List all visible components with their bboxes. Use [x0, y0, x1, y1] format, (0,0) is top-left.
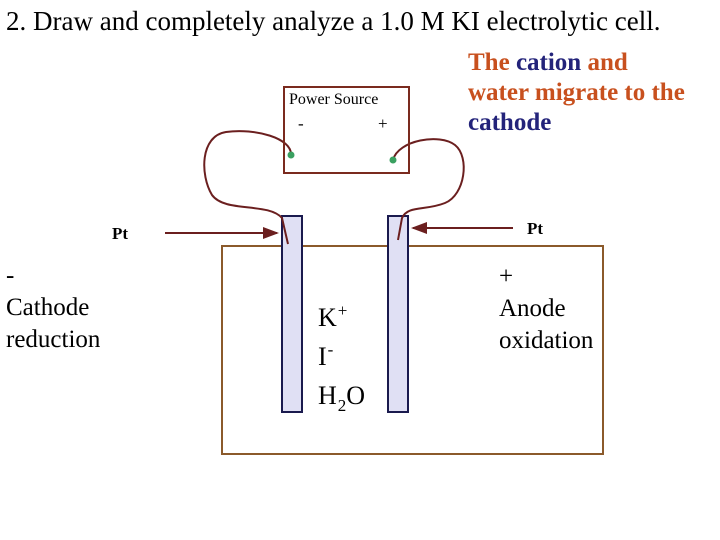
cathode-sign: -: [6, 262, 15, 289]
solution-species: K+ I- H2O: [318, 300, 365, 417]
note-word-the: The: [468, 49, 510, 76]
cathode-electrode: [281, 215, 303, 413]
note-line-3: cathode: [468, 109, 552, 136]
anode-process: oxidation: [499, 327, 594, 354]
water-molecule: H2O: [318, 381, 366, 415]
slide-title: 2. Draw and completely analyze a 1.0 M K…: [6, 6, 661, 36]
wire-to-anode: [392, 138, 465, 241]
cathode-name: Cathode: [6, 294, 90, 321]
anode-name: Anode: [499, 295, 566, 322]
anode-sign: +: [499, 263, 514, 290]
power-source-plus: +: [378, 114, 388, 133]
cathode-pt-label: Pt: [112, 224, 129, 243]
wire-to-cathode: [203, 130, 293, 245]
migration-note: The cation and water migrate to the cath…: [468, 48, 685, 138]
power-source-box: [283, 86, 410, 174]
positive-terminal: [389, 156, 397, 164]
cathode-description: - Cathode reduction: [6, 260, 100, 356]
note-word-and: and: [587, 49, 628, 76]
cathode-process: reduction: [6, 326, 101, 353]
note-word-cation: cation: [515, 49, 582, 76]
power-source-label: Power Source: [289, 91, 379, 108]
potassium-ion: K+: [318, 301, 348, 332]
power-source-minus: -: [298, 114, 304, 133]
negative-terminal: [287, 151, 295, 159]
note-line-1: The cation and: [468, 48, 685, 78]
note-line-2: water migrate to the: [468, 79, 685, 106]
anode-pt-label: Pt: [527, 219, 544, 238]
iodide-ion: I-: [318, 340, 334, 371]
anode-electrode: [387, 215, 409, 413]
beaker: [221, 245, 604, 455]
anode-description: + Anode oxidation: [499, 261, 593, 357]
